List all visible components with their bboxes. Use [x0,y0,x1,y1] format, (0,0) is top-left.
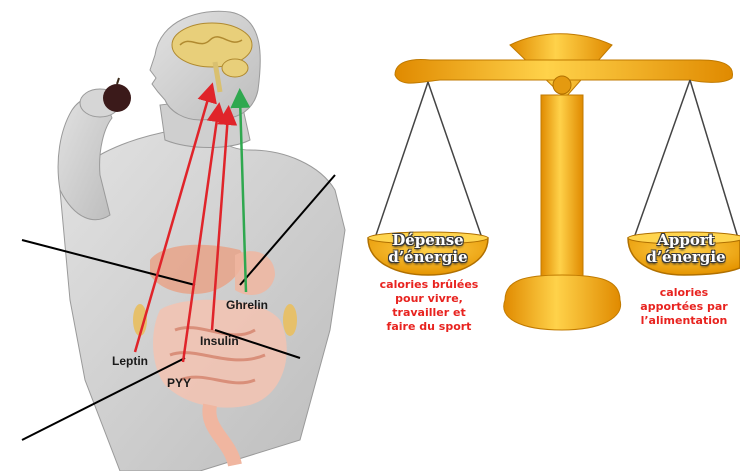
pyy-label: PYY [167,376,191,390]
cerebellum [222,59,248,77]
leptin-label: Leptin [112,354,148,368]
left-pan-title-line1: Dépense [368,232,488,249]
kidney-right [283,304,297,336]
left-pan-desc-line3: travailler et [364,306,494,320]
right-pan-desc-line3: l’alimentation [628,314,740,328]
torso [60,125,345,471]
scale-base [504,275,621,330]
right-pan-title-line2: d’énergie [632,249,740,266]
right-pan-title: Apport d’énergie [632,232,740,266]
left-pan-title: Dépense d’énergie [368,232,488,266]
scale-column [541,95,583,290]
apple [103,84,131,112]
right-pan-desc-line1: calories [628,286,740,300]
left-pan-desc-line1: calories brûlées [364,278,494,292]
left-pan-desc-line2: pour vivre, [364,292,494,306]
right-pan-title-line1: Apport [632,232,740,249]
insulin-label: Insulin [200,334,239,348]
right-pan-desc-line2: apportées par [628,300,740,314]
left-pan-description: calories brûlées pour vivre, travailler … [364,278,494,334]
left-pan-desc-line4: faire du sport [364,320,494,334]
right-pan-description: calories apportées par l’alimentation [628,286,740,328]
ghrelin-label: Ghrelin [226,298,268,312]
left-pan-title-line2: d’énergie [368,249,488,266]
